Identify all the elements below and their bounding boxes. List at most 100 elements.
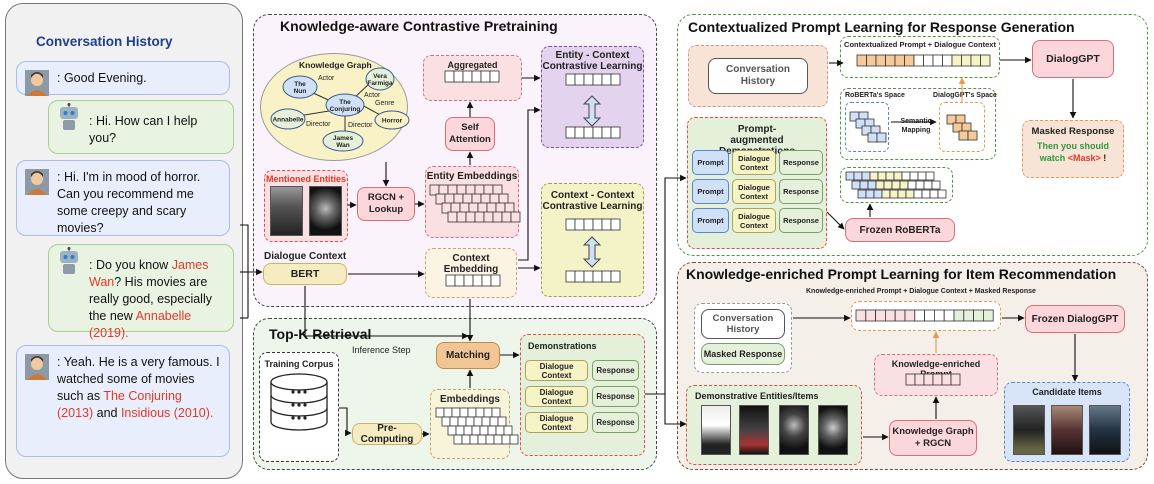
kg-edge-label: Director [306, 121, 331, 128]
kg-node-label: Horror [382, 118, 403, 125]
mentioned-entities-label: Mentioned Entities [265, 174, 346, 184]
dialoggpt-space-label: DialogGPT's Space [933, 92, 997, 99]
chat-text-segment: : Hi. I'm in mood of horror. Can you rec… [57, 170, 201, 235]
cc-cells-bottom [565, 270, 621, 283]
demo-dialogue-context: Dialogue Context [525, 386, 588, 407]
demonstrations-label: Demonstrations [528, 341, 597, 351]
masked-response-box-top: Masked Response Then you should watch <M… [1022, 120, 1124, 178]
orange-arrows [932, 77, 966, 353]
chat-message-5: : Yeah. He is a very famous. I watched s… [16, 345, 230, 457]
item-rec-top-label: Knowledge-enriched Prompt + Dialogue Con… [806, 288, 1036, 295]
dialoggpt-space-cells [958, 130, 978, 141]
chat-text-segment: Insidious (2010). [120, 406, 214, 420]
pad-response: Response [779, 150, 823, 175]
chat-text-segment: James Wan [89, 258, 209, 289]
context-context-cl-label: Context - Context Contrastive Learning [542, 190, 643, 212]
demo-entities-label: Demonstrative Entities/Items [695, 391, 819, 401]
mask-token: <Mask> [1067, 153, 1101, 163]
demo-response: Response [592, 386, 639, 407]
chat-text-segment: Annabelle (2019). [89, 309, 192, 340]
chat-text-segment: : Hi. How can I help you? [89, 114, 198, 145]
kg-edge-label: Actor [364, 92, 381, 99]
user-avatar-icon [25, 354, 49, 380]
candidate-poster-2 [1051, 405, 1083, 455]
matching-box: Matching [436, 342, 500, 369]
pad-response: Response [779, 179, 823, 204]
pad-prompt: Prompt [692, 150, 729, 175]
exclaim-text: ! [1100, 153, 1107, 163]
ec-cells-top [565, 73, 621, 86]
pad-dialogue-context: Dialogue Context [732, 179, 776, 204]
kg-node [270, 108, 306, 130]
conv-history-box-top: Conversation History [688, 45, 828, 107]
cc-cells-top [565, 218, 621, 231]
contrastive-arrows [582, 95, 602, 268]
training-corpus-label: Training Corpus [264, 359, 334, 369]
context-embedding-label: Context Embedding [443, 253, 499, 275]
then-text: Then you should watch [1037, 141, 1109, 163]
demo-poster-4 [818, 405, 848, 455]
embeddings-cells [435, 407, 501, 418]
pad-dialogue-context: Dialogue Context [732, 150, 776, 175]
entity-embeddings-label: Entity Embeddings [426, 171, 518, 182]
aggregated-embedding-cells [444, 70, 500, 83]
pad-response: Response [779, 208, 823, 233]
kg-node [282, 75, 318, 99]
roberta-space-label: RoBERTa's Space [845, 92, 905, 99]
kg-node [322, 130, 364, 152]
item-rec-conv-box: Conversation History Masked Response [694, 303, 792, 373]
chat-text-segment: : Do you know [89, 258, 172, 272]
response-gen-title: Contextualized Prompt Learning for Respo… [688, 19, 1075, 35]
entity-embedding-cells [441, 202, 515, 214]
user-avatar-icon [25, 70, 49, 96]
database-icon [270, 373, 328, 431]
response-sentence: Then you should watch <Mask> ! [1029, 140, 1117, 164]
kg-title: Knowledge Graph [299, 60, 372, 70]
ec-cells-bottom [565, 126, 621, 139]
demo-poster-2 [739, 405, 769, 455]
chat-message-1: : Good Evening. [16, 61, 230, 96]
demo-dialogue-context: Dialogue Context [525, 412, 588, 433]
self-attention-box: Self Attention [445, 117, 495, 151]
entity-embedding-cells [435, 193, 509, 205]
precomputing-box: Pre-Computing [352, 423, 422, 445]
chat-text-segment: and [93, 406, 121, 420]
chat-text-segment: The Conjuring (2013) [57, 389, 182, 420]
candidate-poster-1 [1013, 405, 1045, 455]
kg-node [325, 93, 365, 117]
bot-avatar-icon [57, 103, 81, 130]
roberta-space-cells [867, 132, 887, 143]
embeddings-cells [447, 425, 513, 436]
demo-response: Response [592, 360, 639, 381]
response-gen-arrows [826, 56, 1077, 230]
conversation-title: Conversation History [36, 34, 173, 49]
bot-avatar-icon [57, 247, 81, 274]
entity-embedding-cells [429, 184, 503, 196]
chat-text-segment: : Good Evening. [57, 71, 147, 85]
chat-text-segment: ? His movies are really good, especially… [89, 275, 212, 323]
context-embedding-box: Context Embedding [425, 248, 517, 298]
inference-step-label: Inference Step [352, 345, 411, 355]
cp-label: Contextualized Prompt + Dialogue Context [844, 40, 996, 49]
kg-rgcn-box: Knowledge Graph + RGCN [889, 420, 977, 456]
masked-response-label: Masked Response [1031, 126, 1115, 137]
dialoggpt-box: DialogGPT [1032, 40, 1114, 78]
chat-text-segment: : Yeah. He is a very famous. I watched s… [57, 355, 220, 403]
kep-box: Knowledge-enriched Prompt [874, 354, 998, 396]
user-avatar-icon [25, 169, 49, 195]
kg-edge-label: Actor [318, 75, 335, 82]
pad-prompt: Prompt [692, 179, 729, 204]
chat-message-2: : Hi. How can I help you? [48, 100, 234, 154]
roberta-space [845, 102, 889, 152]
pad-prompt: Prompt [692, 208, 729, 233]
rgcn-lookup-box: RGCN + Lookup [357, 187, 415, 221]
embeddings-cells [453, 434, 519, 445]
conv-history-inner-bottom: Conversation History [701, 309, 785, 339]
demo-poster-1 [701, 405, 731, 455]
